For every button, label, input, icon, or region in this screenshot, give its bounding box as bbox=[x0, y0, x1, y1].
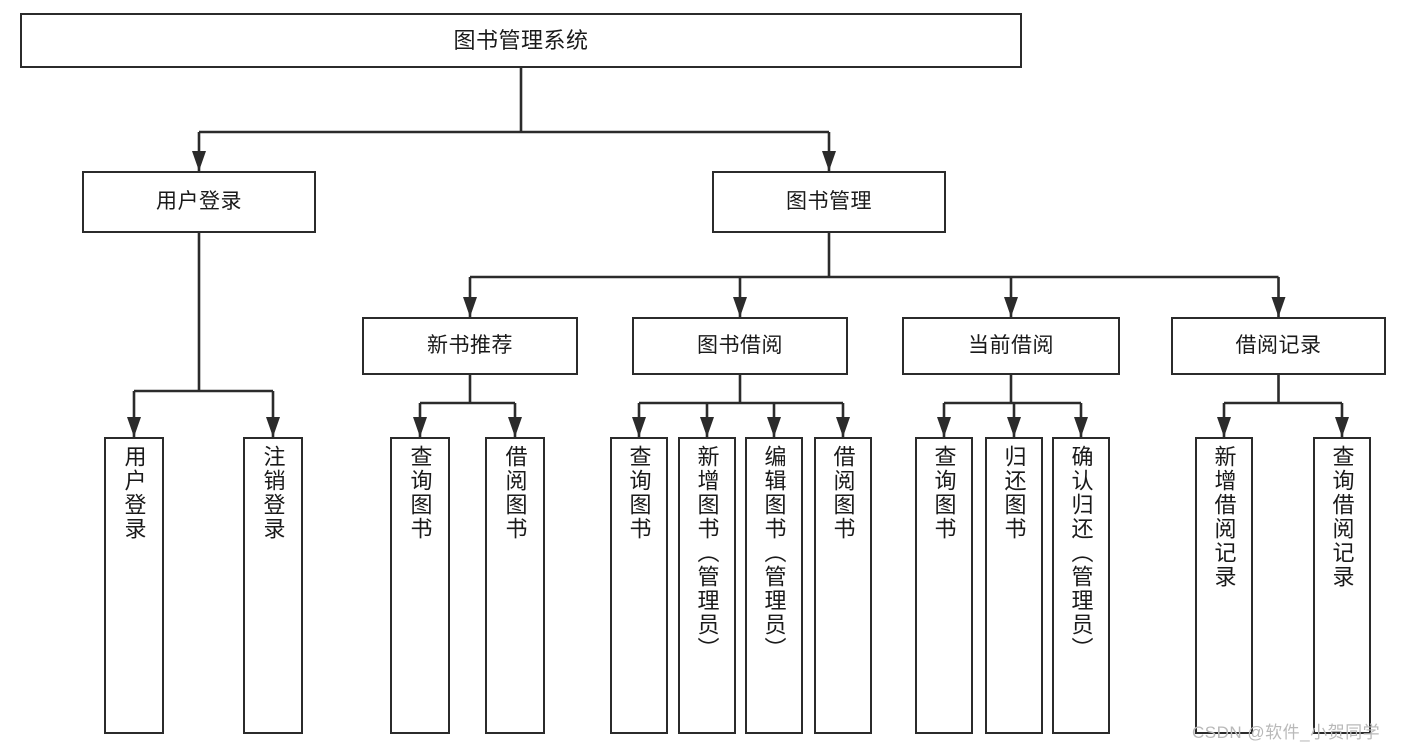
node-root[interactable]: 图书管理系统 bbox=[20, 13, 1022, 68]
node-label: 当前借阅 bbox=[968, 333, 1054, 357]
node-leaf-logout[interactable]: 注销登录 bbox=[243, 437, 303, 734]
arrow-head-icon bbox=[266, 417, 280, 437]
arrow-head-icon bbox=[733, 297, 747, 317]
arrow-head-icon bbox=[937, 417, 951, 437]
node-leaf-query-book-rec[interactable]: 查询图书 bbox=[390, 437, 450, 734]
arrow-head-icon bbox=[192, 151, 206, 171]
arrow-head-icon bbox=[508, 417, 522, 437]
node-label: 借阅图书 bbox=[830, 445, 856, 541]
arrow-head-icon bbox=[1217, 417, 1231, 437]
node-label: 查询图书 bbox=[407, 445, 433, 541]
node-label: 查询借阅记录 bbox=[1329, 445, 1355, 589]
node-book-manage[interactable]: 图书管理 bbox=[712, 171, 946, 233]
node-label: 归还图书 bbox=[1001, 445, 1027, 541]
node-book-borrow[interactable]: 图书借阅 bbox=[632, 317, 848, 375]
arrow-head-icon bbox=[1335, 417, 1349, 437]
node-label: 图书借阅 bbox=[697, 333, 783, 357]
node-label: 注销登录 bbox=[260, 445, 286, 541]
node-label: 新增借阅记录 bbox=[1211, 445, 1237, 589]
node-label: 编辑图书（管理员） bbox=[761, 445, 787, 661]
arrow-head-icon bbox=[822, 151, 836, 171]
node-leaf-add-borrow-record[interactable]: 新增借阅记录 bbox=[1195, 437, 1253, 734]
arrow-head-icon bbox=[127, 417, 141, 437]
node-label: 借阅记录 bbox=[1235, 333, 1322, 357]
node-leaf-query-borrow-record[interactable]: 查询借阅记录 bbox=[1313, 437, 1371, 734]
node-label: 查询图书 bbox=[931, 445, 957, 541]
node-leaf-query-book-borrow[interactable]: 查询图书 bbox=[610, 437, 668, 734]
watermark: CSDN @软件_小贺同学 bbox=[1192, 723, 1381, 742]
node-leaf-return-book[interactable]: 归还图书 bbox=[985, 437, 1043, 734]
arrow-head-icon bbox=[1074, 417, 1088, 437]
node-label: 用户登录 bbox=[121, 445, 147, 541]
arrow-head-icon bbox=[836, 417, 850, 437]
node-label: 图书管理 bbox=[786, 189, 872, 213]
arrow-head-icon bbox=[700, 417, 714, 437]
node-label: 借阅图书 bbox=[502, 445, 528, 541]
node-label: 查询图书 bbox=[626, 445, 652, 541]
node-label: 确认归还（管理员） bbox=[1068, 445, 1094, 661]
node-label: 用户登录 bbox=[156, 189, 242, 213]
node-user-login[interactable]: 用户登录 bbox=[82, 171, 316, 233]
node-leaf-borrow-book[interactable]: 借阅图书 bbox=[814, 437, 872, 734]
node-borrow-record[interactable]: 借阅记录 bbox=[1171, 317, 1386, 375]
arrow-head-icon bbox=[1004, 297, 1018, 317]
node-leaf-query-book-cur[interactable]: 查询图书 bbox=[915, 437, 973, 734]
arrow-head-icon bbox=[1007, 417, 1021, 437]
node-label: 图书管理系统 bbox=[453, 27, 589, 53]
arrow-head-icon bbox=[767, 417, 781, 437]
arrow-head-icon bbox=[413, 417, 427, 437]
node-label: 新书推荐 bbox=[427, 333, 513, 357]
node-new-book-recommend[interactable]: 新书推荐 bbox=[362, 317, 578, 375]
node-leaf-confirm-return-admin[interactable]: 确认归还（管理员） bbox=[1052, 437, 1110, 734]
arrow-head-icon bbox=[1271, 297, 1286, 317]
arrow-head-icon bbox=[463, 297, 477, 317]
node-leaf-user-login[interactable]: 用户登录 bbox=[104, 437, 164, 734]
arrow-head-icon bbox=[632, 417, 646, 437]
node-label: 新增图书（管理员） bbox=[694, 445, 720, 661]
node-current-borrow[interactable]: 当前借阅 bbox=[902, 317, 1120, 375]
node-leaf-add-book-admin[interactable]: 新增图书（管理员） bbox=[678, 437, 736, 734]
node-leaf-edit-book-admin[interactable]: 编辑图书（管理员） bbox=[745, 437, 803, 734]
node-leaf-borrow-book-rec[interactable]: 借阅图书 bbox=[485, 437, 545, 734]
